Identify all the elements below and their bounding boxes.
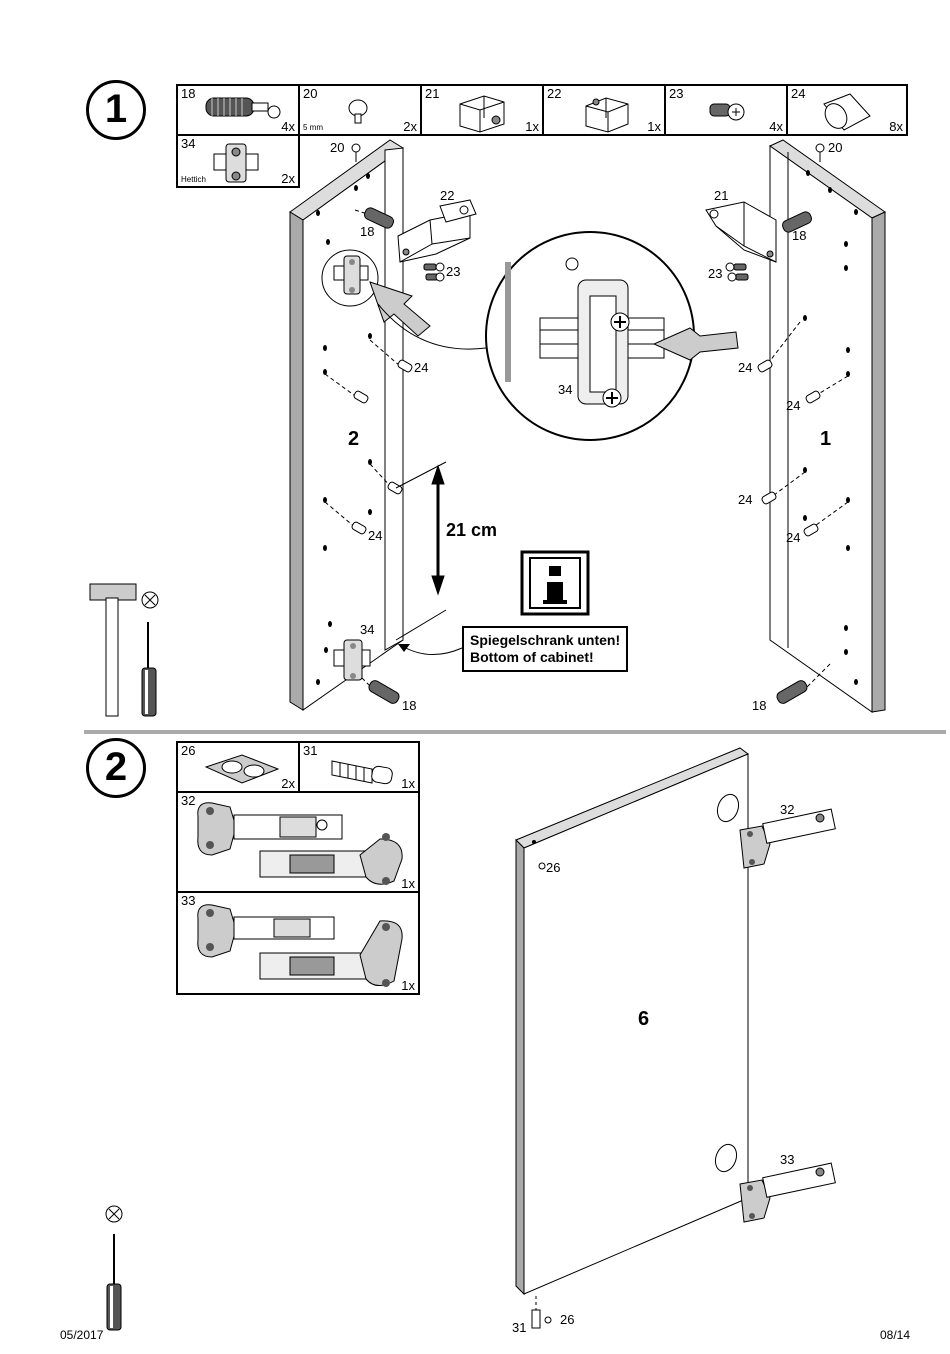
footer-date: 05/2017	[60, 1328, 103, 1342]
callout-24-right-1: 24	[738, 360, 752, 375]
callout-34-zoom: 34	[558, 382, 572, 397]
panel-label-left: 2	[348, 428, 359, 451]
callout-33: 33	[780, 1152, 794, 1167]
callout-18-left-bottom: 18	[402, 698, 416, 713]
note-german: Spiegelschrank unten!	[470, 632, 620, 649]
hammer-and-screwdriver-icon	[84, 578, 164, 724]
callout-18-right-bottom: 18	[752, 698, 766, 713]
panel-label-door: 6	[638, 1008, 649, 1031]
callout-20-right: 20	[828, 140, 842, 155]
callout-22: 22	[440, 188, 454, 203]
footer-page-number: 08/14	[880, 1328, 910, 1342]
callout-32: 32	[780, 802, 794, 817]
door-panel	[516, 748, 748, 1294]
callout-24-left-2: 24	[368, 528, 382, 543]
callout-21: 21	[714, 188, 728, 203]
callout-23-right: 23	[708, 266, 722, 281]
callout-24-left-1: 24	[414, 360, 428, 375]
callout-20-left: 20	[330, 140, 344, 155]
callout-26-bottom: 26	[560, 1312, 574, 1327]
info-icon	[522, 552, 588, 614]
step-2-drawing	[0, 730, 950, 1354]
callout-31: 31	[512, 1320, 526, 1335]
dimension-label: 21 cm	[446, 520, 497, 541]
callout-24-right-2: 24	[786, 398, 800, 413]
note-english: Bottom of cabinet!	[470, 649, 620, 666]
callout-24-right-3: 24	[738, 492, 752, 507]
callout-24-right-4: 24	[786, 530, 800, 545]
hinge-33-mounted	[740, 1163, 835, 1222]
screwdriver-icon	[100, 1204, 130, 1334]
callout-18-right-top: 18	[792, 228, 806, 243]
bracket-21	[706, 202, 776, 262]
callout-23-left: 23	[446, 264, 460, 279]
callout-26-top: 26	[546, 860, 560, 875]
bottom-of-cabinet-note: Spiegelschrank unten! Bottom of cabinet!	[462, 626, 628, 672]
hinge-32-mounted	[740, 809, 835, 868]
panel-label-right: 1	[820, 428, 831, 451]
bracket-22	[398, 200, 476, 262]
detail-circle-large	[486, 232, 738, 440]
callout-34-left: 34	[360, 622, 374, 637]
callout-18-left-top: 18	[360, 224, 374, 239]
